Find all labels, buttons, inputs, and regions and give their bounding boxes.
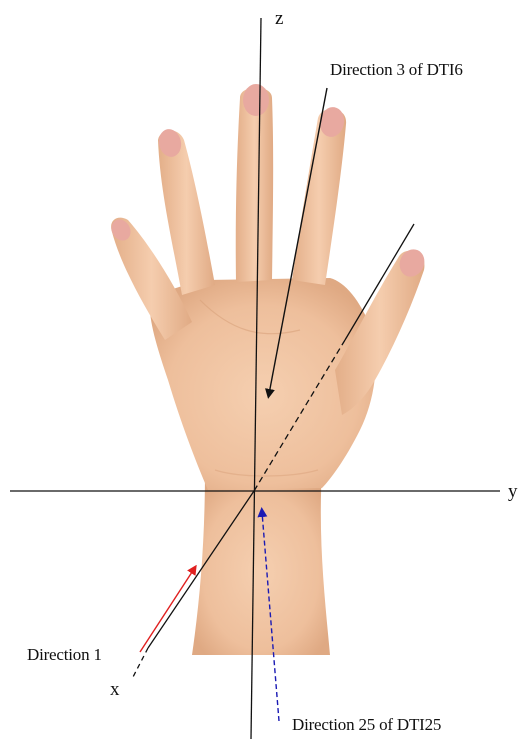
y-axis-label: y [508, 481, 518, 502]
direction-3-arrow [265, 87, 328, 399]
direction-3-label: Direction 3 of DTI6 [330, 60, 463, 79]
coordinate-axes [10, 17, 500, 740]
direction-arrows [139, 87, 328, 722]
index-finger [292, 108, 347, 285]
middle-finger-nail [243, 84, 269, 116]
palm-shape [149, 278, 376, 490]
ring-finger-nail [158, 129, 182, 157]
wrist-shape [192, 470, 330, 655]
direction-1-arrow [139, 564, 197, 653]
direction-1-label: Direction 1 [27, 645, 102, 664]
middle-finger [235, 87, 274, 282]
direction-25-arrow [257, 507, 280, 722]
hand-icon [111, 84, 425, 655]
x-axis-line-solid-upper [344, 223, 415, 341]
index-finger-nail [319, 107, 345, 137]
x-axis-label: x [110, 679, 120, 700]
direction-25-label: Direction 25 of DTI25 [292, 715, 442, 734]
little-finger [111, 217, 192, 340]
x-axis-line-solid-lower [147, 490, 255, 649]
x-axis-line-dashed-tail [132, 647, 149, 678]
thumb-nail [399, 249, 425, 277]
ring-finger [158, 130, 215, 295]
z-axis-line [250, 17, 262, 740]
thumb [335, 250, 425, 415]
little-finger-nail [111, 219, 131, 241]
z-axis-label: z [275, 8, 284, 29]
